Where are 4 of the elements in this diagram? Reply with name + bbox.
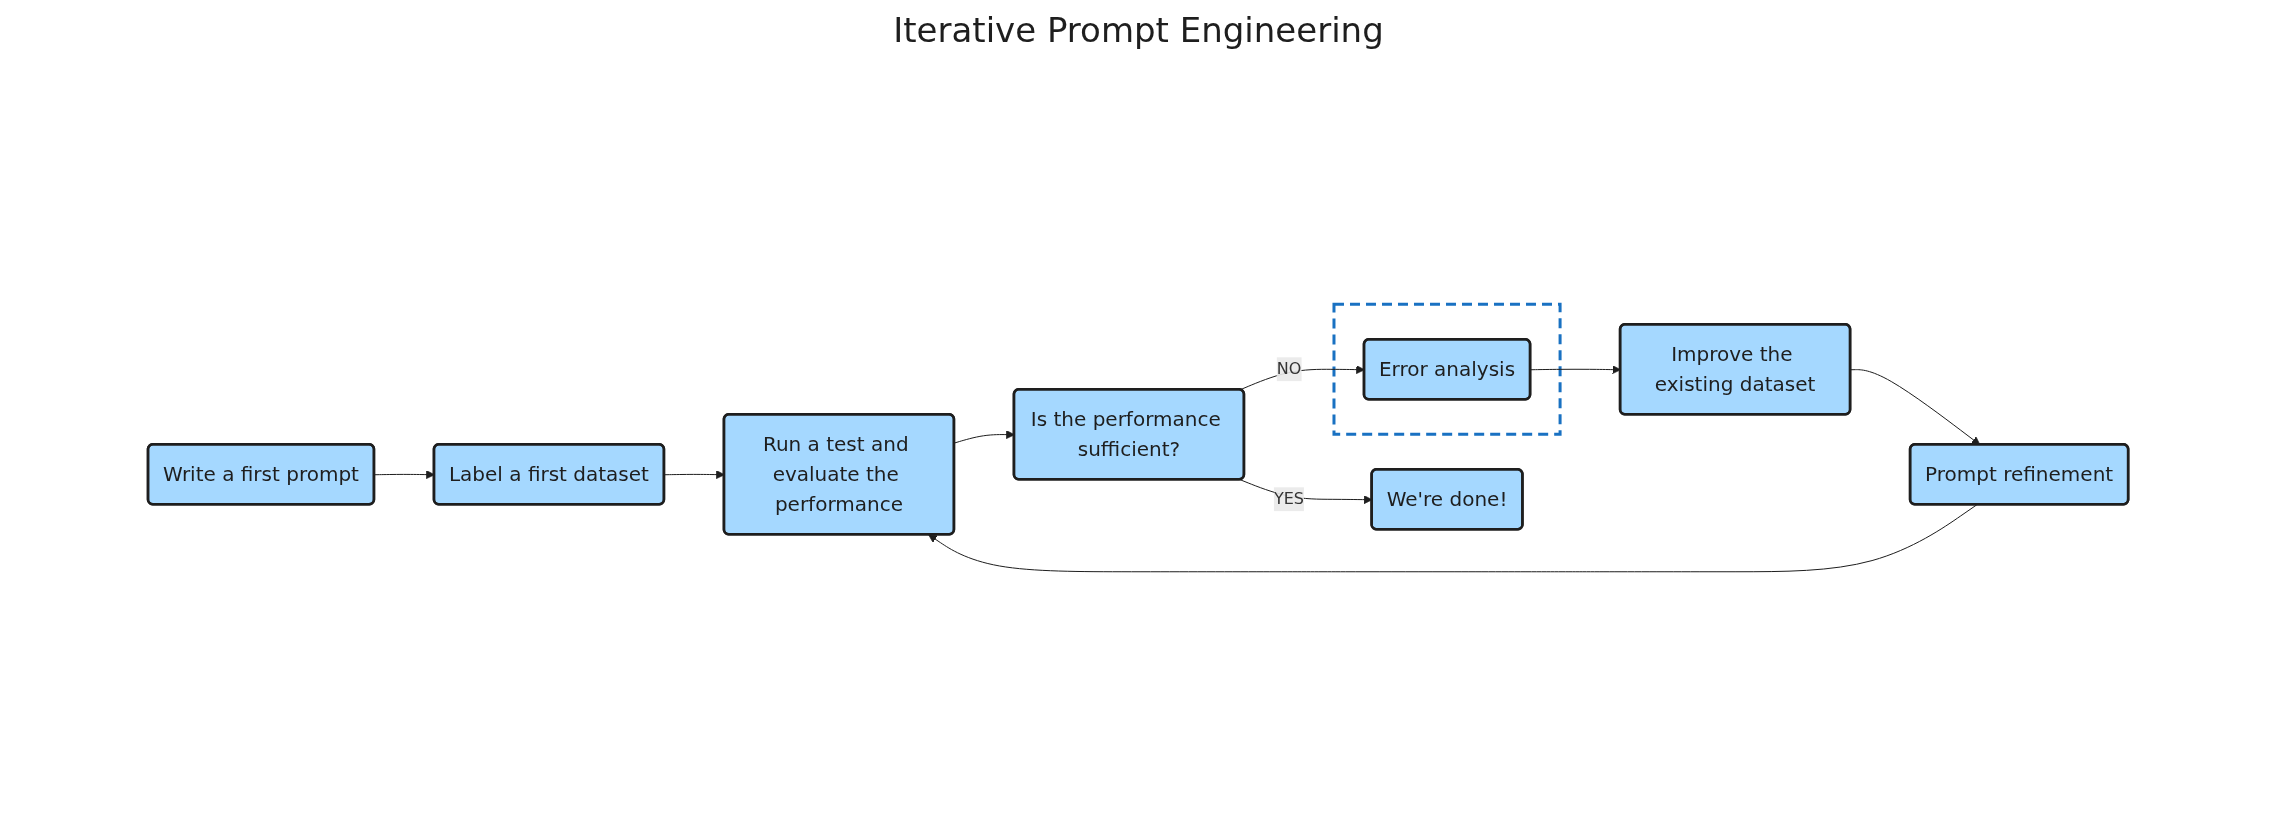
edge-label: NO: [1277, 359, 1302, 379]
diagram-title: Iterative Prompt Engineering: [893, 10, 1384, 50]
edge-label: YES: [1274, 489, 1305, 509]
cluster: [1332, 302, 1562, 436]
